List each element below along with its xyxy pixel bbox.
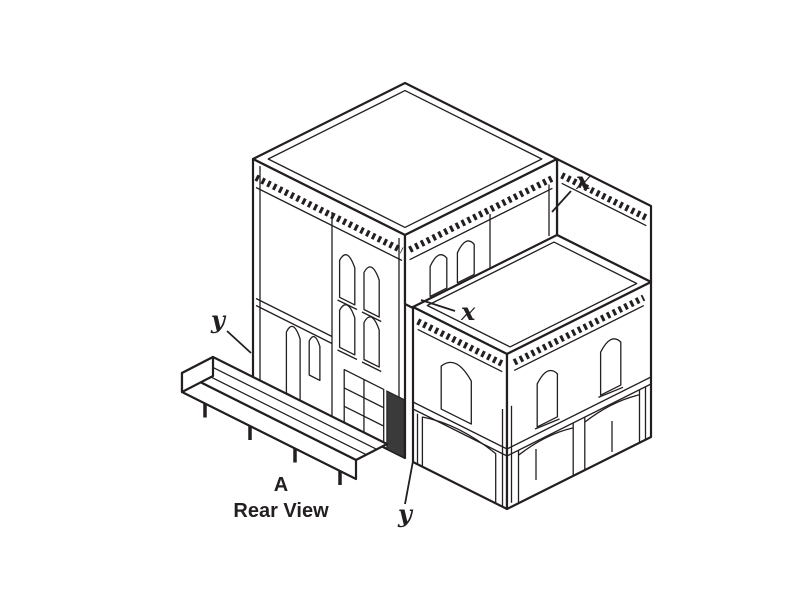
arched-door xyxy=(285,325,301,402)
label-x-lower: x xyxy=(460,297,476,326)
loading-platform xyxy=(180,355,389,485)
main-block xyxy=(251,81,653,460)
leader-y-lower xyxy=(404,460,414,505)
caption-title: Rear View xyxy=(233,500,329,522)
belt-course xyxy=(255,297,333,338)
main-left-face xyxy=(251,157,407,460)
arched-window xyxy=(429,254,448,298)
label-y-upper: y xyxy=(210,305,227,334)
wing-right-face xyxy=(505,280,653,511)
callouts: x x y y xyxy=(210,166,591,528)
leader-y-upper xyxy=(226,330,252,354)
arched-window xyxy=(363,316,380,368)
wing-left-face xyxy=(411,305,509,511)
label-x-upper: x xyxy=(575,166,591,195)
arcade-arch xyxy=(584,394,640,423)
arcade-arch xyxy=(518,427,574,456)
arched-window xyxy=(363,266,380,318)
belt-course xyxy=(506,376,652,450)
caption: A Rear View xyxy=(233,474,329,522)
arched-window xyxy=(456,240,475,284)
belt-course xyxy=(412,401,508,450)
arched-window xyxy=(599,338,622,396)
arcade-arch xyxy=(422,416,497,455)
side-wing xyxy=(411,233,653,511)
platform-end xyxy=(180,355,215,394)
caption-letter: A xyxy=(274,474,288,496)
arched-window xyxy=(308,335,321,382)
arched-window xyxy=(536,369,559,428)
arched-window xyxy=(440,361,472,425)
leader-x-upper xyxy=(551,190,572,213)
leader-x-lower xyxy=(420,299,456,312)
label-y-lower: y xyxy=(397,499,414,528)
arched-window xyxy=(338,254,356,306)
corner-opening xyxy=(386,390,405,459)
